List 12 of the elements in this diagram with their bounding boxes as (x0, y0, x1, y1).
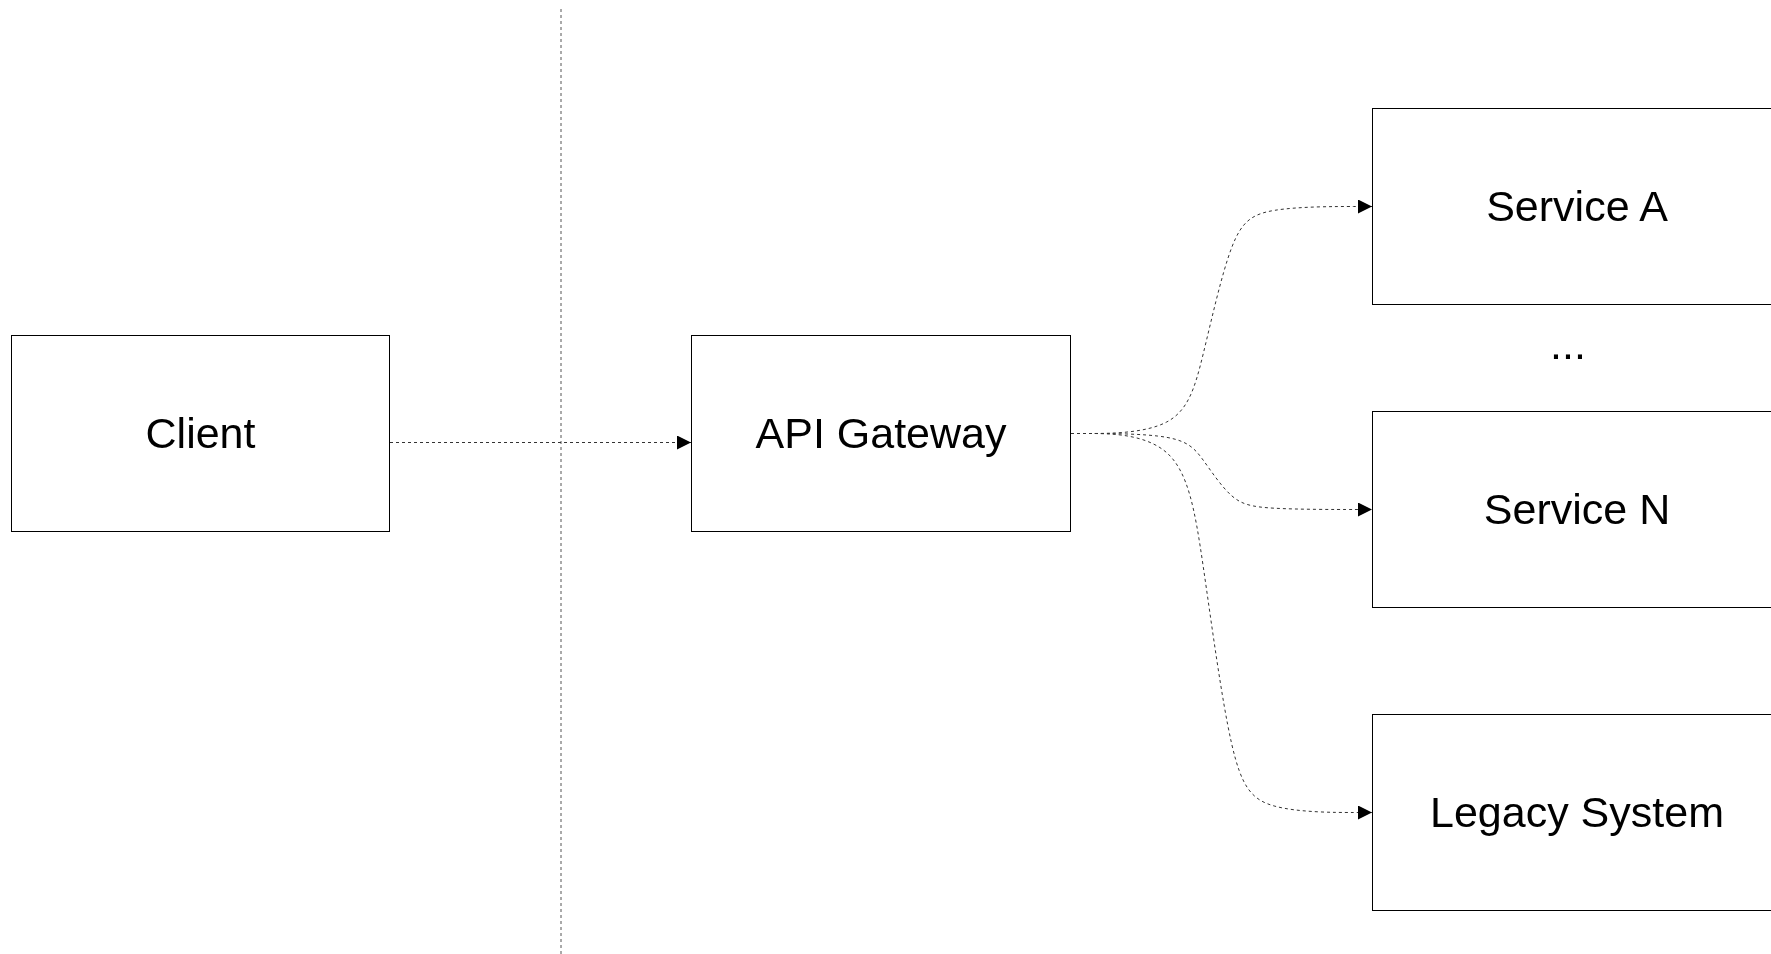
ellipsis-label: ... (1550, 320, 1586, 369)
box-label: Service N (1483, 485, 1671, 534)
box-label: Client (145, 409, 256, 458)
process-box (1372, 108, 1771, 305)
box-label: Service A (1486, 182, 1668, 231)
arrow (389, 435, 692, 450)
process-box (11, 335, 390, 532)
box-label: Legacy System (1430, 788, 1724, 837)
box-label: API Gateway (755, 409, 1007, 458)
process-box (1372, 411, 1771, 608)
process-box (691, 335, 1071, 532)
process-box (1372, 714, 1771, 911)
